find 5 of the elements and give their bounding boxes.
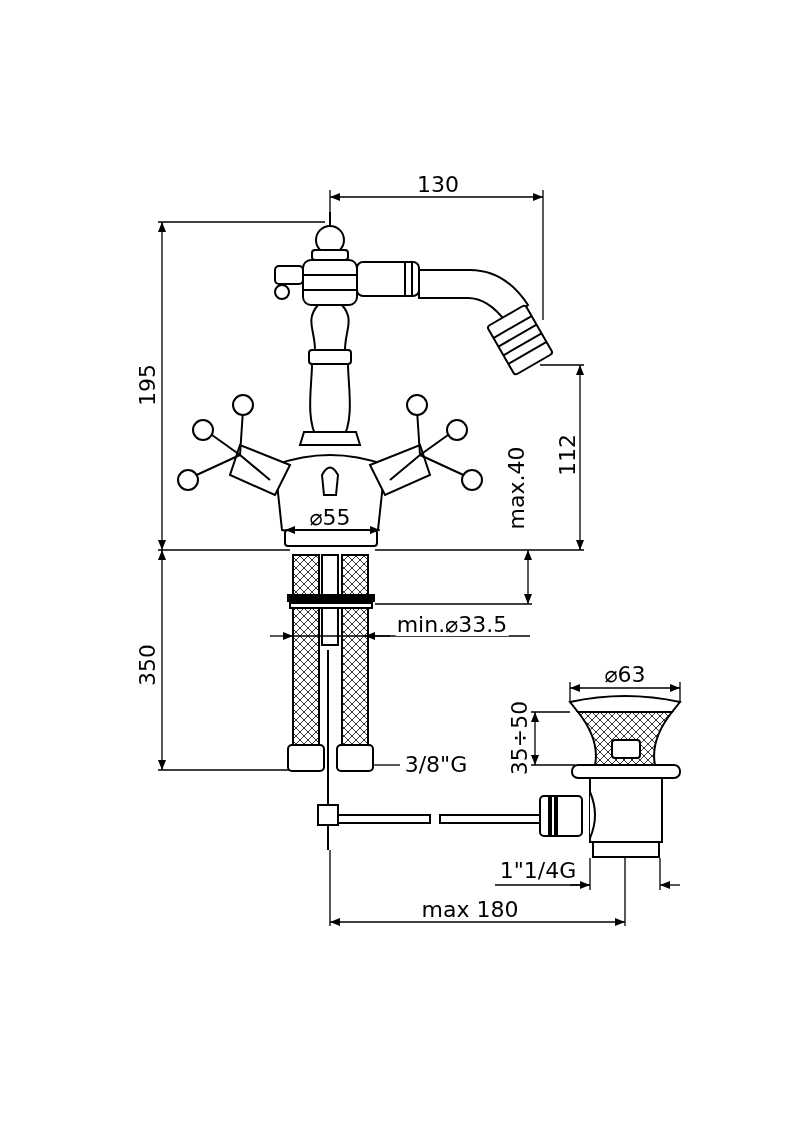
dimension-label: ⌀55 — [308, 507, 352, 529]
dimension-label: min.⌀33.5 — [395, 614, 509, 636]
dimension-label: ⌀63 — [603, 664, 647, 686]
dimension-label: 3/8"G — [403, 754, 469, 776]
dimension-label: 35÷50 — [509, 699, 531, 777]
